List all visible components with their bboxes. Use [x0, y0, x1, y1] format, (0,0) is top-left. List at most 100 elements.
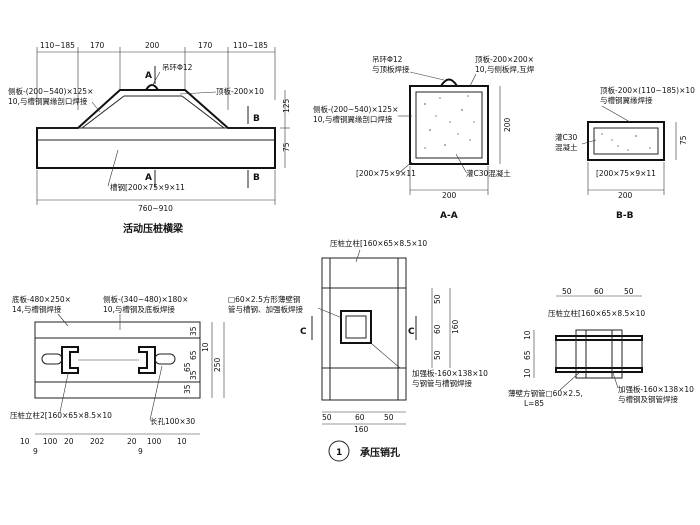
plan-right-dim-7: 35 — [183, 384, 192, 394]
plan-view: 底板-480×250× 14,与槽钢焊接 侧板-(340~480)×180× 1… — [10, 294, 225, 456]
pin-right-dim-2: 60 — [433, 324, 442, 334]
section-cc: 50 60 50 压桩立柱[160×65×8.5×10 10 65 10 薄壁方… — [508, 287, 694, 408]
pin-bottom-dim-1: 50 — [322, 413, 332, 422]
plan-bottom-dim-2: 100 — [43, 437, 58, 446]
plan-bottom-dim-5: 20 — [127, 437, 137, 446]
plan-right-dim-2: 65 — [189, 350, 198, 360]
pin-right-dim-1: 50 — [433, 294, 442, 304]
cc-stiffener-label-2: 与槽钢及钢管焊接 — [618, 394, 678, 404]
pin-total-dim: 160 — [354, 425, 369, 434]
plan-bottom-sub-1: 9 — [33, 447, 38, 456]
ring-label: 吊环Φ12 — [162, 63, 193, 72]
aa-title: A-A — [440, 211, 458, 221]
cc-left-dim-1: 10 — [523, 330, 532, 340]
pin-bottom-dim-3: 50 — [384, 413, 394, 422]
beam-dim-1: 110~185 — [40, 41, 75, 50]
beam-dim-4: 170 — [198, 41, 213, 50]
pin-hole-view: 压桩立柱[160×65×8.5×10 □60×2.5方形薄壁钢 管与槽钢、加强板… — [228, 238, 488, 462]
plan-right-dim-6: 65 — [183, 362, 192, 372]
base-plate-label-1: 底板-480×250× — [12, 294, 71, 304]
cc-top-dim-3: 50 — [624, 287, 634, 296]
bb-channel-label: [200×75×9×11 — [596, 169, 656, 178]
base-plate-label-2: 14,与槽钢焊接 — [12, 304, 62, 314]
channel-left — [61, 346, 79, 374]
plan-side-plate-label-1: 侧板-(340~480)×180× — [103, 294, 188, 304]
section-bb-box — [587, 121, 665, 161]
channel-right — [138, 346, 156, 374]
section-bb: 顶板-200×(110~185)×10 与槽钢翼缘焊接 灌C30 混凝土 75 … — [555, 85, 695, 221]
tube-label-1: □60×2.5方形薄壁钢 — [228, 294, 300, 304]
bb-concrete-label-2: 混凝土 — [555, 142, 578, 152]
plan-right-dim-3: 35 — [189, 370, 198, 380]
aa-top-plate-label-1: 顶板-200×200× — [475, 54, 534, 64]
aa-top-plate-label-2: 10,与侧板焊,互焊 — [475, 64, 535, 74]
beam-elevation: 110~185 170 200 170 110~185 A A B B 吊环Φ1… — [8, 41, 291, 235]
section-aa-box — [409, 85, 489, 165]
aa-channel-label: [200×75×9×11 — [356, 169, 416, 178]
pin-bottom-dim-2: 60 — [355, 413, 365, 422]
base-plate — [34, 321, 201, 399]
section-aa: 吊环Φ12 与顶板焊接 顶板-200×200× 10,与侧板焊,互焊 侧板-(2… — [313, 54, 535, 221]
side-plate-label-2: 10,与槽钢翼缘剖口焊接 — [8, 96, 88, 106]
bb-concrete-label-1: 灌C30 — [555, 132, 578, 142]
square-tube-inner — [345, 315, 367, 339]
stiffener-plate — [321, 287, 407, 369]
callout-number: 1 — [336, 448, 342, 458]
slot-right — [154, 353, 176, 365]
top-plate-label: 顶板-200×10 — [216, 86, 264, 96]
lifting-ring-icon — [145, 84, 159, 91]
bb-title: B-B — [616, 211, 634, 221]
plan-right-dim-4: 10 — [201, 342, 210, 352]
aa-ring-icon — [440, 78, 458, 87]
plan-right-dim-5: 250 — [213, 357, 222, 372]
aa-ring-label-2: 与顶板焊接 — [372, 64, 410, 74]
aa-concrete-label: 灌C30混凝土 — [466, 168, 511, 178]
pin-column — [321, 257, 407, 401]
c-mark-left: C — [300, 327, 307, 337]
beam-dim-3: 200 — [145, 41, 160, 50]
bb-top-plate-label-2: 与槽钢翼缘焊接 — [600, 95, 653, 105]
plan-bottom-dim-6: 100 — [147, 437, 162, 446]
beam-dim-5: 110~185 — [233, 41, 268, 50]
cc-tube-label-2: L=85 — [524, 399, 544, 408]
pin-column-label: 压桩立柱[160×65×8.5×10 — [330, 238, 427, 248]
side-plate-label-1: 侧板-(200~540)×125× — [8, 86, 93, 96]
beam-right-dim-1: 125 — [282, 98, 291, 113]
bb-top-plate-label-1: 顶板-200×(110~185)×10 — [600, 85, 695, 95]
aa-side-plate-label-2: 10,与槽钢翼缘剖口焊接 — [313, 114, 393, 124]
cc-top-dim-2: 60 — [594, 287, 604, 296]
plan-bottom-dim-3: 20 — [64, 437, 74, 446]
pin-right-dim-3: 50 — [433, 350, 442, 360]
plan-side-plate-label-2: 10,与槽钢及底板焊接 — [103, 304, 175, 314]
tube-label-2: 管与槽钢、加强板焊接 — [228, 304, 303, 314]
aa-height-dim: 200 — [503, 117, 512, 132]
pin-right-dim-4: 160 — [451, 319, 460, 334]
cc-left-dim-2: 65 — [523, 350, 532, 360]
bb-width-dim: 200 — [618, 191, 633, 200]
beam-dim-2: 170 — [90, 41, 105, 50]
square-tube-outer — [340, 310, 372, 344]
plan-column-label: 压桩立柱2[160×65×8.5×10 — [10, 410, 112, 420]
beam-right-dim-2: 75 — [282, 142, 291, 152]
plan-bottom-dim-7: 10 — [177, 437, 187, 446]
section-mark-b-top: B — [253, 114, 260, 124]
cc-column-label: 压桩立柱[160×65×8.5×10 — [548, 308, 645, 318]
channel-label: 槽钢[200×75×9×11 — [110, 182, 185, 192]
cc-channel — [555, 335, 643, 373]
cc-top-dim-1: 50 — [562, 287, 572, 296]
stiffener-label-2: 与钢管与槽钢焊接 — [412, 378, 472, 388]
aa-width-dim: 200 — [442, 191, 457, 200]
plan-slot-label: 长孔100×30 — [150, 416, 195, 426]
beam-bottom-dim: 760~910 — [138, 204, 173, 213]
slot-left — [41, 353, 63, 365]
plan-bottom-dim-4: 202 — [90, 437, 105, 446]
cc-left-dim-3: 10 — [523, 368, 532, 378]
aa-ring-label-1: 吊环Φ12 — [372, 55, 403, 64]
plan-bottom-sub-2: 9 — [138, 447, 143, 456]
cc-tube-label-1: 薄壁方钢管□60×2.5, — [508, 388, 583, 398]
bb-height-dim: 75 — [679, 135, 688, 145]
plan-right-dim-1: 35 — [189, 326, 198, 336]
section-mark-a-bottom: A — [145, 173, 152, 183]
cc-stiffener-label-1: 加强板-160×138×10 — [618, 384, 694, 394]
